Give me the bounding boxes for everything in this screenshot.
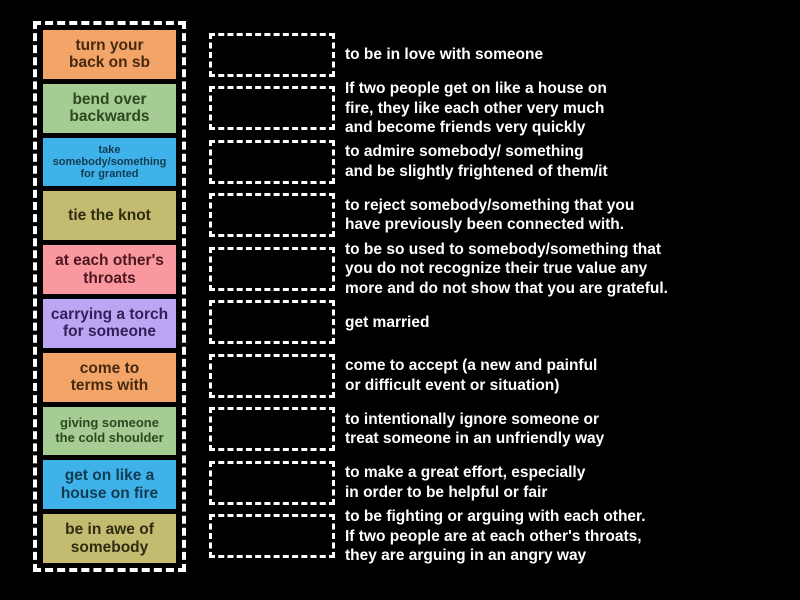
definition-text: to be fighting or arguing with each othe… xyxy=(345,508,646,564)
match-row: to be fighting or arguing with each othe… xyxy=(209,508,794,564)
definition-text: to reject somebody/something that you ha… xyxy=(345,196,635,234)
match-row: If two people get on like a house on fir… xyxy=(209,80,794,136)
idiom-card-come-to-terms[interactable]: come to terms with xyxy=(43,352,176,402)
idiom-card-turn-your-back[interactable]: turn your back on sb xyxy=(43,30,176,79)
definition-text: to be so used to somebody/something that… xyxy=(345,240,668,297)
drop-zone-9[interactable] xyxy=(209,460,335,505)
match-row: to reject somebody/something that you ha… xyxy=(209,189,794,243)
match-row: come to accept (a new and painful or dif… xyxy=(209,349,794,403)
idiom-card-cold-shoulder[interactable]: giving someone the cold shoulder xyxy=(43,406,176,456)
definition-text: to admire somebody/ something and be sli… xyxy=(345,143,608,180)
match-row: to be in love with someone xyxy=(209,28,794,82)
idiom-card-take-for-granted[interactable]: take somebody/something for granted xyxy=(43,137,176,187)
drop-zone-1[interactable] xyxy=(209,32,335,77)
definition-text: to make a great effort, especially in or… xyxy=(345,464,586,501)
drop-zone-10[interactable] xyxy=(209,514,335,559)
idiom-card-be-in-awe[interactable]: be in awe of somebody xyxy=(43,514,176,563)
drop-zone-4[interactable] xyxy=(209,193,335,238)
match-row: to admire somebody/ something and be sli… xyxy=(209,135,794,189)
drop-zone-5[interactable] xyxy=(209,246,335,291)
idiom-card-bend-over-backwards[interactable]: bend over backwards xyxy=(43,83,176,133)
drop-zone-3[interactable] xyxy=(209,139,335,184)
match-row: to intentionally ignore someone or treat… xyxy=(209,403,794,457)
match-row: get married xyxy=(209,296,794,350)
idiom-card-house-on-fire[interactable]: get on like a house on fire xyxy=(43,460,176,510)
drop-zone-7[interactable] xyxy=(209,353,335,398)
drop-zone-8[interactable] xyxy=(209,407,335,452)
definition-text: come to accept (a new and painful or dif… xyxy=(345,357,598,394)
definition-text: get married xyxy=(345,313,430,331)
idiom-card-tie-the-knot[interactable]: tie the knot xyxy=(43,191,176,241)
idiom-card-panel: turn your back on sb bend over backwards… xyxy=(33,21,186,572)
match-row: to make a great effort, especially in or… xyxy=(209,456,794,510)
idiom-card-carrying-a-torch[interactable]: carrying a torch for someone xyxy=(43,298,176,348)
drop-zone-6[interactable] xyxy=(209,300,335,345)
definition-text: If two people get on like a house on fir… xyxy=(345,80,607,136)
match-rows: to be in love with someone If two people… xyxy=(209,28,794,564)
definition-text: to be in love with someone xyxy=(345,46,544,63)
match-row: to be so used to somebody/something that… xyxy=(209,240,794,297)
definition-text: to intentionally ignore someone or treat… xyxy=(345,410,605,448)
idiom-card-at-each-others-throats[interactable]: at each other's throats xyxy=(43,245,176,294)
drop-zone-2[interactable] xyxy=(209,86,335,131)
